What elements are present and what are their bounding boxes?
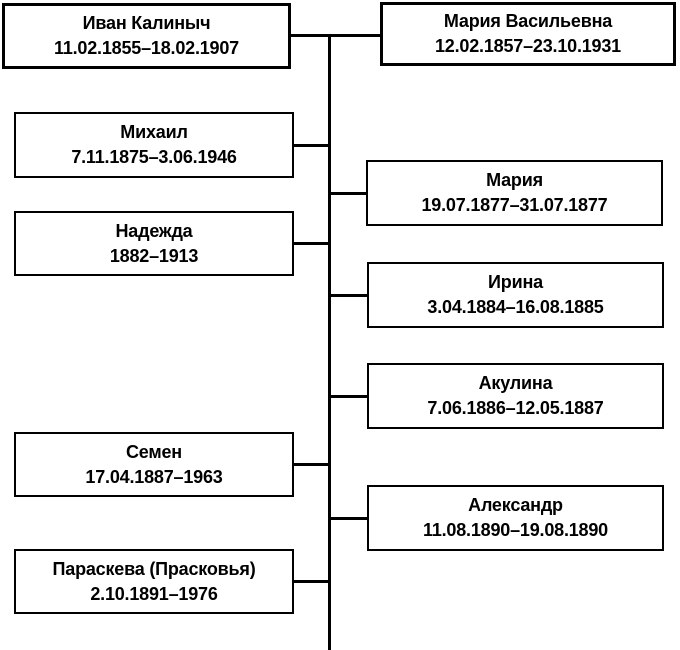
connector-line-maria	[330, 192, 368, 195]
person-dates: 2.10.1891–1976	[90, 583, 218, 604]
connector-line-semyon	[292, 463, 330, 466]
person-dates: 12.02.1857–23.10.1931	[435, 36, 621, 56]
person-node-ivan-kalinych: Иван Калиныч 11.02.1855–18.02.1907	[2, 3, 291, 69]
connector-line-irina	[330, 294, 369, 297]
person-node-irina: Ирина 3.04.1884–16.08.1885	[367, 262, 664, 328]
parents-marriage-line	[291, 34, 380, 37]
person-dates: 7.11.1875–3.06.1946	[71, 147, 237, 167]
person-node-semyon: Семен 17.04.1887–1963	[14, 432, 294, 497]
person-name: Акулина	[478, 373, 553, 393]
person-dates: 17.04.1887–1963	[85, 466, 223, 487]
person-name: Мария	[486, 170, 543, 190]
person-name: Иван Калиныч	[82, 13, 211, 33]
connector-line-nadezhda	[292, 242, 330, 245]
person-name: Ирина	[488, 272, 543, 292]
person-node-paraskeva: Параскева (Прасковья) 2.10.1891–1976	[14, 549, 294, 614]
person-dates: 1882–1913	[109, 245, 199, 266]
person-name: Михаил	[120, 122, 188, 142]
person-name: Мария Васильевна	[443, 11, 613, 31]
person-dates: 11.08.1890–19.08.1890	[423, 520, 608, 540]
connector-line-alexandr	[330, 517, 369, 520]
person-node-akulina: Акулина 7.06.1886–12.05.1887	[367, 363, 664, 429]
person-name: Александр	[468, 495, 563, 515]
person-name: Надежда	[115, 220, 193, 241]
connector-line-paraskeva	[292, 580, 330, 583]
person-node-alexandr: Александр 11.08.1890–19.08.1890	[367, 485, 664, 551]
person-name: Параскева (Прасковья)	[52, 558, 256, 579]
connector-line-akulina	[330, 395, 369, 398]
person-dates: 7.06.1886–12.05.1887	[427, 398, 604, 418]
person-dates: 3.04.1884–16.08.1885	[427, 297, 604, 317]
person-dates: 19.07.1877–31.07.1877	[421, 195, 608, 215]
person-dates: 11.02.1855–18.02.1907	[54, 38, 239, 58]
connector-line-mikhail	[292, 144, 330, 147]
person-node-maria: Мария 19.07.1877–31.07.1877	[366, 160, 663, 226]
person-node-maria-vasilievna: Мария Васильевна 12.02.1857–23.10.1931	[380, 2, 676, 66]
descent-spine-line	[328, 34, 331, 650]
person-node-mikhail: Михаил 7.11.1875–3.06.1946	[14, 112, 294, 178]
person-name: Семен	[126, 441, 182, 462]
person-node-nadezhda: Надежда 1882–1913	[14, 211, 294, 276]
